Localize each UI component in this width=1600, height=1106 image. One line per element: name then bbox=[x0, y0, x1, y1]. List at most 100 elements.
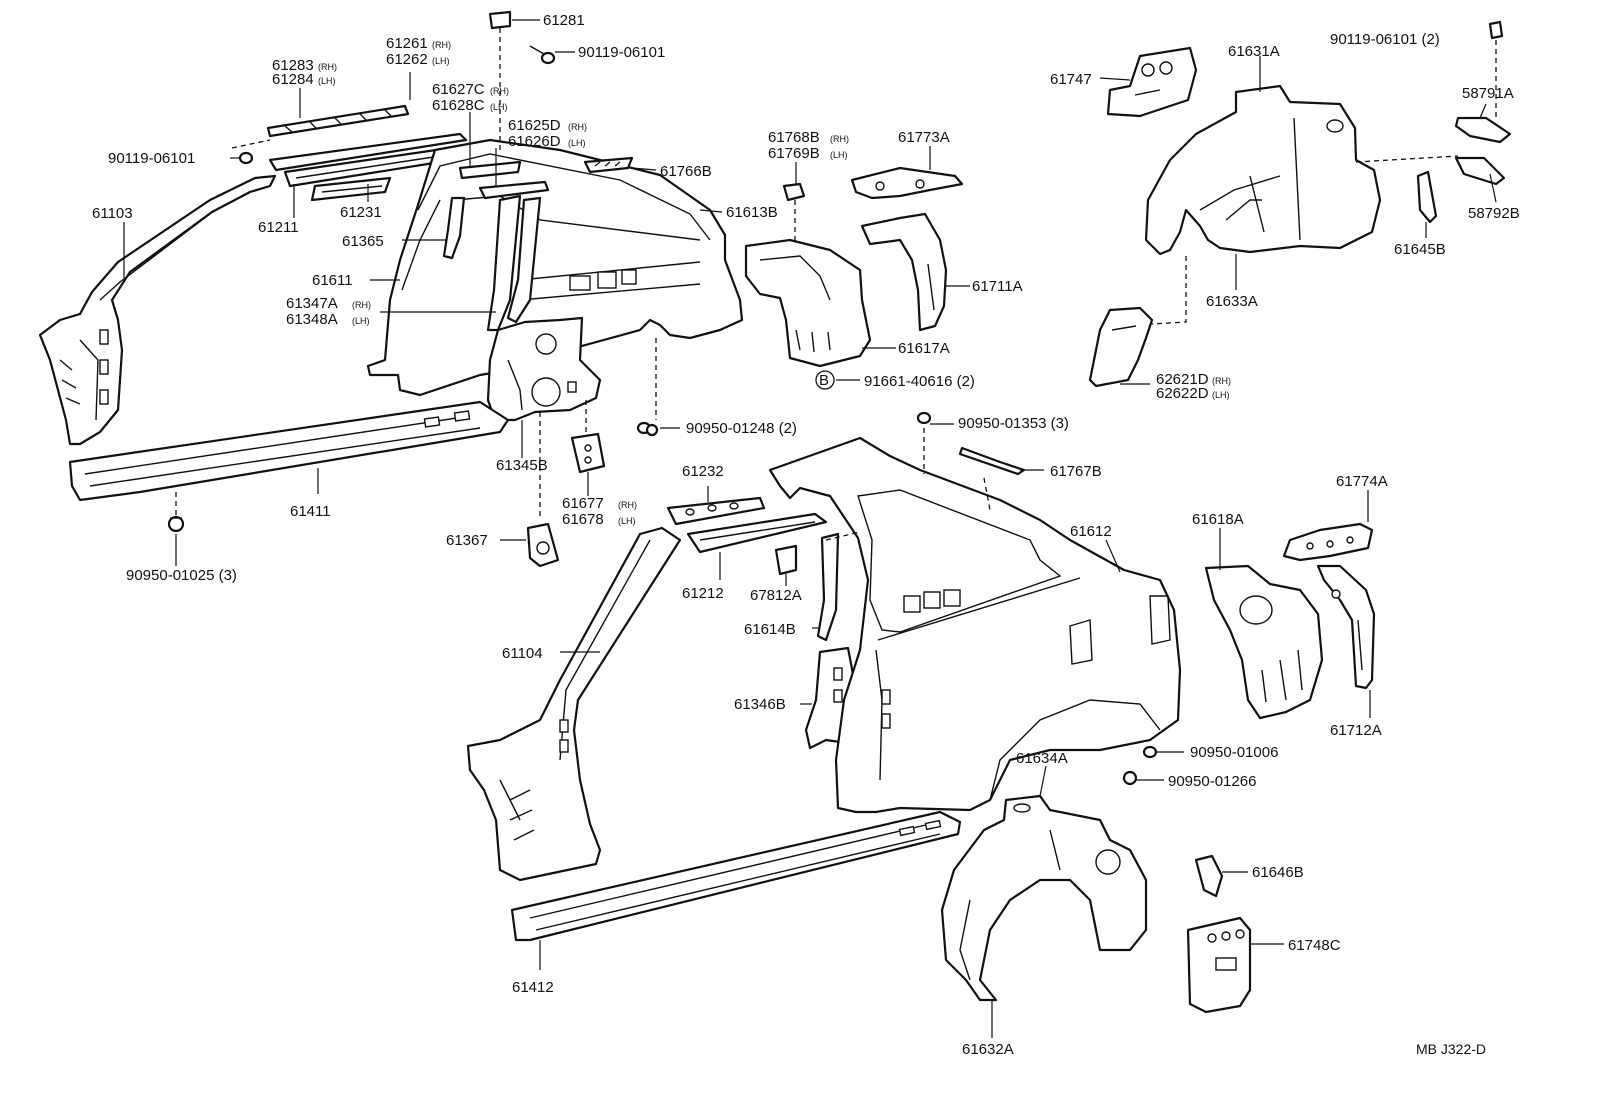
callout-61231[interactable]: 61231 bbox=[340, 204, 382, 221]
part-61748c-bracket[interactable] bbox=[1186, 916, 1252, 1014]
callout-61634a[interactable]: 61634A bbox=[1016, 750, 1068, 767]
part-61261-roof-side-rail[interactable] bbox=[268, 132, 468, 172]
part-61614b-pillar-inner[interactable] bbox=[816, 532, 840, 642]
callout-61261[interactable]: 61261 bbox=[386, 35, 428, 52]
callout-61611[interactable]: 61611 bbox=[312, 272, 353, 289]
callout-61712a[interactable]: 61712A bbox=[1330, 722, 1382, 739]
part-61768b-bracket[interactable] bbox=[782, 182, 806, 202]
part-62621d-extension[interactable] bbox=[1088, 306, 1154, 388]
callout-61367[interactable]: 61367 bbox=[446, 532, 488, 549]
callout-90950-01266[interactable]: 90950-01266 bbox=[1168, 773, 1256, 790]
callout-90950-01025[interactable]: 90950-01025 (3) bbox=[126, 567, 237, 584]
callout-61104[interactable]: 61104 bbox=[502, 645, 543, 662]
callout-61774a[interactable]: 61774A bbox=[1336, 473, 1388, 490]
callout-61633a[interactable]: 61633A bbox=[1206, 293, 1258, 310]
callout-61678[interactable]: 61678 bbox=[562, 511, 604, 528]
part-61411-rocker-panel[interactable] bbox=[68, 400, 510, 502]
callout-61625d[interactable]: 61625D bbox=[508, 117, 561, 134]
callout-61773a[interactable]: 61773A bbox=[898, 129, 950, 146]
callout-61348a[interactable]: 61348A bbox=[286, 311, 338, 328]
part-61232-roof-rail[interactable] bbox=[666, 496, 766, 526]
callout-61617a[interactable]: 61617A bbox=[898, 340, 950, 357]
part-61634a-rear-wheelhouse-inner[interactable] bbox=[940, 794, 1148, 1002]
part-61627c-bracket[interactable] bbox=[458, 160, 522, 180]
part-61646b-gusset[interactable] bbox=[1194, 854, 1224, 898]
callout-90950-01006[interactable]: 90950-01006 bbox=[1190, 744, 1278, 761]
part-61767b-strip[interactable] bbox=[958, 446, 1026, 476]
callout-62622d[interactable]: 62622D bbox=[1156, 385, 1209, 402]
part-67812a-patch[interactable] bbox=[774, 544, 798, 576]
part-61712a-wheelhouse-extension[interactable] bbox=[1316, 564, 1376, 690]
dash-line bbox=[983, 477, 991, 511]
part-61412-rocker-panel[interactable] bbox=[510, 810, 962, 942]
part-61625d-bracket[interactable] bbox=[478, 180, 550, 200]
callout-61632a[interactable]: 61632A bbox=[962, 1041, 1014, 1058]
callout-58791a[interactable]: 58791A bbox=[1462, 85, 1514, 102]
part-61773a-bracket[interactable] bbox=[850, 166, 964, 200]
part-61711a-wheelhouse-extension[interactable] bbox=[860, 212, 948, 332]
part-61347a-center-pillar[interactable] bbox=[486, 194, 542, 332]
callout-62621d[interactable]: 62621D bbox=[1156, 371, 1209, 388]
callout-67812a[interactable]: 67812A bbox=[750, 587, 802, 604]
callout-61211[interactable]: 61211 bbox=[258, 219, 299, 236]
callout-90119-06101-top[interactable]: 90119-06101 bbox=[578, 44, 665, 61]
part-58792b-bracket[interactable] bbox=[1454, 156, 1506, 186]
callout-61618a[interactable]: 61618A bbox=[1192, 511, 1244, 528]
callout-61645b[interactable]: 61645B bbox=[1394, 241, 1446, 258]
part-61747-bracket[interactable] bbox=[1106, 46, 1198, 118]
callout-61766b[interactable]: 61766B bbox=[660, 163, 712, 180]
callout-61262[interactable]: 61262 bbox=[386, 51, 428, 68]
callout-61631a[interactable]: 61631A bbox=[1228, 43, 1280, 60]
part-61103-front-pillar[interactable] bbox=[38, 174, 277, 446]
callout-61677[interactable]: 61677 bbox=[562, 495, 604, 512]
part-61212-roof-rail-inner[interactable] bbox=[686, 512, 828, 554]
callout-61626d[interactable]: 61626D bbox=[508, 133, 561, 150]
callout-61646b[interactable]: 61646B bbox=[1252, 864, 1304, 881]
suffix-lh: (LH) bbox=[568, 138, 586, 148]
callout-90119-06101-right[interactable]: 90119-06101 (2) bbox=[1330, 31, 1440, 48]
callout-61412[interactable]: 61412 bbox=[512, 979, 554, 996]
part-61618a-inner-wheel-panel[interactable] bbox=[1204, 564, 1324, 720]
part-61774a-bracket[interactable] bbox=[1282, 522, 1374, 562]
part-61677-plate[interactable] bbox=[570, 432, 606, 474]
callout-90119-06101-left[interactable]: 90119-06101 bbox=[108, 150, 195, 167]
callout-58792b[interactable]: 58792B bbox=[1468, 205, 1520, 222]
part-61345b-lock-pillar[interactable] bbox=[486, 316, 602, 422]
callout-61613b[interactable]: 61613B bbox=[726, 204, 778, 221]
callout-91661-40616[interactable]: 91661-40616 (2) bbox=[864, 373, 975, 390]
callout-61747[interactable]: 61747 bbox=[1050, 71, 1092, 88]
callout-61627c[interactable]: 61627C bbox=[432, 81, 485, 98]
callout-90950-01353[interactable]: 90950-01353 (3) bbox=[958, 415, 1069, 432]
callout-61283[interactable]: 61283 bbox=[272, 57, 314, 74]
callout-61346b[interactable]: 61346B bbox=[734, 696, 786, 713]
callout-61284[interactable]: 61284 bbox=[272, 71, 314, 88]
callout-61711a[interactable]: 61711A bbox=[972, 278, 1023, 295]
part-61367-gusset[interactable] bbox=[526, 522, 560, 568]
callout-61103[interactable]: 61103 bbox=[92, 205, 133, 222]
callout-61628c[interactable]: 61628C bbox=[432, 97, 485, 114]
part-61631a-rear-wheelhouse-outer[interactable] bbox=[1144, 84, 1382, 256]
part-61231-rail-reinforcement[interactable] bbox=[310, 176, 392, 202]
callout-61769b[interactable]: 61769B bbox=[768, 145, 820, 162]
callout-61411[interactable]: 61411 bbox=[290, 503, 331, 520]
callout-61614b[interactable]: 61614B bbox=[744, 621, 796, 638]
part-61645b-gusset[interactable] bbox=[1416, 170, 1438, 224]
part-58791a-bracket[interactable] bbox=[1454, 116, 1512, 144]
callout-61232[interactable]: 61232 bbox=[682, 463, 724, 480]
part-61365-pillar-reinforcement[interactable] bbox=[442, 196, 466, 260]
part-61104-center-pillar[interactable] bbox=[466, 526, 682, 882]
part-61612-quarter-outer[interactable] bbox=[768, 436, 1182, 814]
callout-90950-01248[interactable]: 90950-01248 (2) bbox=[686, 420, 797, 437]
callout-61347a[interactable]: 61347A bbox=[286, 295, 338, 312]
part-61283-roof-rail[interactable] bbox=[266, 104, 410, 138]
callout-61365[interactable]: 61365 bbox=[342, 233, 384, 250]
part-61766b-gusset[interactable] bbox=[583, 156, 634, 174]
callout-61768b[interactable]: 61768B bbox=[768, 129, 820, 146]
callout-61212[interactable]: 61212 bbox=[682, 585, 724, 602]
callout-61767b[interactable]: 61767B bbox=[1050, 463, 1102, 480]
part-61617a-inner-wheel-panel[interactable] bbox=[744, 238, 872, 368]
callout-61748c[interactable]: 61748C bbox=[1288, 937, 1341, 954]
callout-61281[interactable]: 61281 bbox=[543, 12, 585, 29]
callout-61345b[interactable]: 61345B bbox=[496, 457, 548, 474]
callout-61612[interactable]: 61612 bbox=[1070, 523, 1112, 540]
